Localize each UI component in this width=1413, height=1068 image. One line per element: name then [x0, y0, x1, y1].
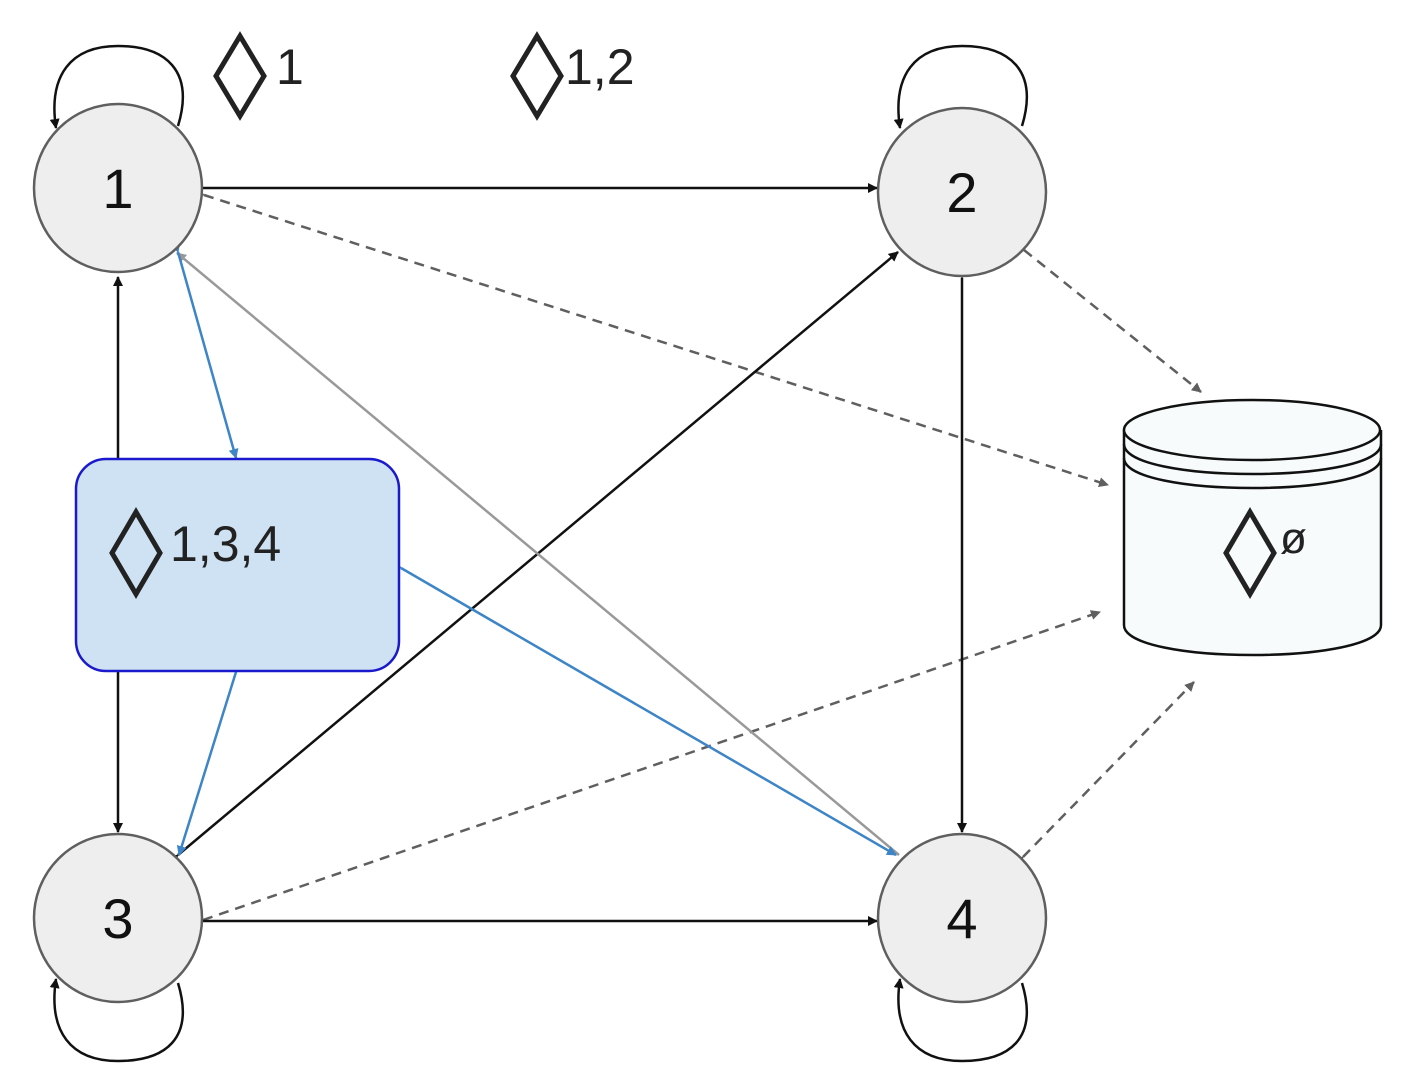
- node-4-label: 4: [946, 887, 977, 950]
- node-3-circle: [32, 832, 204, 1004]
- group-box-label: 1,3,4: [170, 516, 281, 572]
- node-1-circle: [32, 102, 204, 274]
- edge-box-3-blue: [176, 661, 244, 856]
- edge-box-4: [390, 559, 897, 857]
- node-3-label: 3: [102, 887, 133, 950]
- edge-4-database: [1013, 681, 1195, 867]
- database-label: ø: [1280, 514, 1307, 563]
- self-loop-1: [49, 44, 184, 129]
- node-4-circle: [876, 832, 1048, 1004]
- database-ring-1: [1122, 443, 1383, 476]
- self-loop-3: [49, 978, 184, 1063]
- diamond-icon: [109, 507, 163, 599]
- database-body: [1122, 430, 1383, 657]
- top-left-label: 1: [213, 31, 304, 121]
- database-icon[interactable]: ø: [1122, 398, 1383, 657]
- diamond-icon: [510, 31, 564, 121]
- node-3[interactable]: 3: [32, 832, 204, 1004]
- group-box-rect: [74, 457, 401, 673]
- node-2-circle: [876, 106, 1048, 278]
- node-2[interactable]: 2: [876, 106, 1048, 278]
- node-1[interactable]: 1: [32, 102, 204, 274]
- diamond-icon: [213, 31, 267, 121]
- node-1-label: 1: [102, 157, 133, 220]
- top-left-label-text: 1: [276, 39, 304, 95]
- database-ring-2: [1122, 457, 1383, 490]
- top-middle-label: 1,2: [510, 31, 635, 121]
- node-4[interactable]: 4: [876, 832, 1048, 1004]
- group-box[interactable]: 1,3,4: [74, 457, 401, 673]
- edge-2-database: [1013, 240, 1202, 393]
- edge-3-database: [192, 610, 1101, 928]
- blue-edges: [170, 241, 897, 857]
- edge-1-box: [170, 241, 239, 459]
- self-loop-2: [893, 44, 1028, 129]
- top-middle-label-text: 1,2: [565, 39, 635, 95]
- diamond-icon: [1223, 507, 1277, 599]
- self-loop-4: [893, 978, 1028, 1063]
- database-top: [1122, 398, 1382, 462]
- node-2-label: 2: [946, 161, 977, 224]
- self-loops: [49, 44, 1028, 1063]
